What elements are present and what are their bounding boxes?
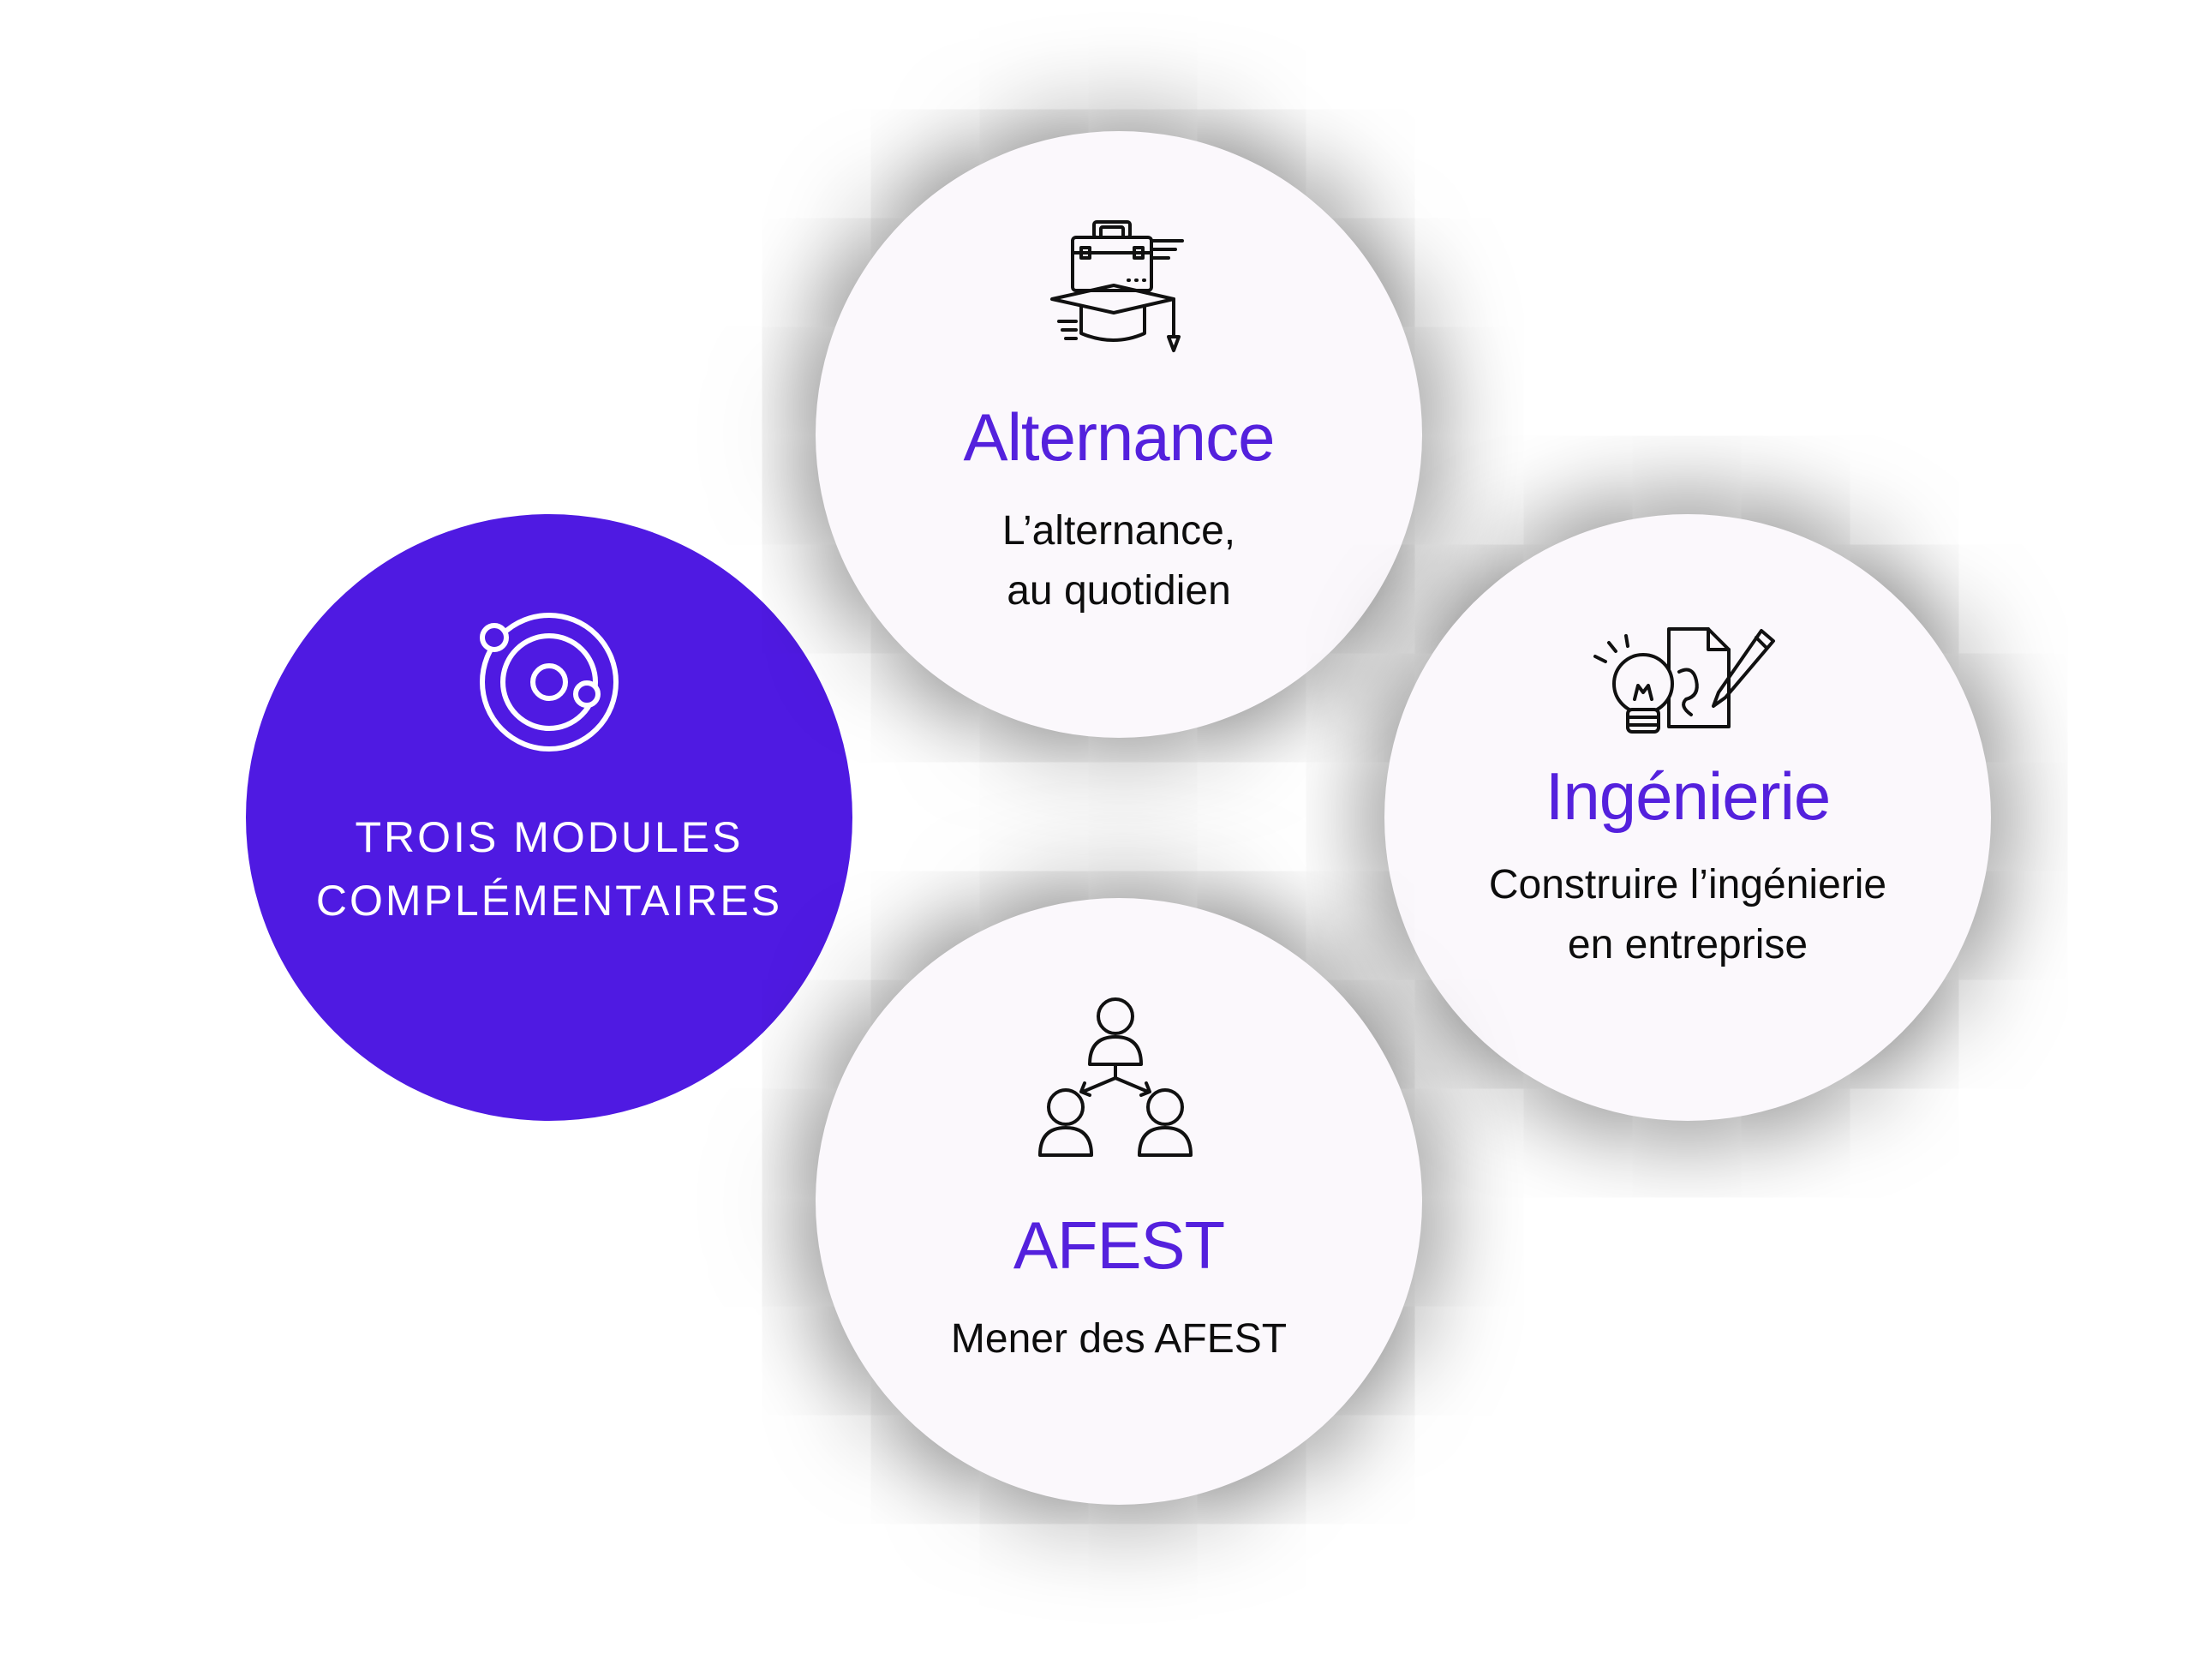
orbit-icon <box>480 613 619 752</box>
module-description-line1: Construire l’ingénierie <box>1488 862 1887 907</box>
module-ingenierie: Ingénierie Construire l’ingénierie en en… <box>1384 514 1991 1121</box>
module-description-line1: L’alternance, <box>1001 508 1236 554</box>
people-network-icon <box>1038 997 1193 1157</box>
module-title: AFEST <box>1013 1207 1225 1283</box>
module-alternance: Alternance L’alternance, au quotidien <box>816 131 1422 738</box>
module-description: Mener des AFEST <box>816 1309 1422 1369</box>
center-title-line1: TROIS MODULES <box>355 813 744 861</box>
module-description: L’alternance, au quotidien <box>816 501 1422 621</box>
module-description-line2: au quotidien <box>1007 568 1231 614</box>
module-description-line2: en entreprise <box>1567 922 1808 967</box>
center-title-line2: COMPLÉMENTAIRES <box>315 877 783 925</box>
center-title: TROIS MODULES COMPLÉMENTAIRES <box>246 806 852 932</box>
module-afest: AFEST Mener des AFEST <box>816 898 1422 1505</box>
lightbulb-document-pencil-icon <box>1593 627 1775 734</box>
briefcase-graduation-cap-icon <box>1050 220 1184 352</box>
module-title: Alternance <box>963 399 1276 475</box>
module-description-line1: Mener des AFEST <box>950 1316 1288 1362</box>
center-circle: TROIS MODULES COMPLÉMENTAIRES <box>246 514 852 1121</box>
module-title: Ingénierie <box>1545 758 1832 834</box>
module-description: Construire l’ingénierie en entreprise <box>1384 855 1991 975</box>
